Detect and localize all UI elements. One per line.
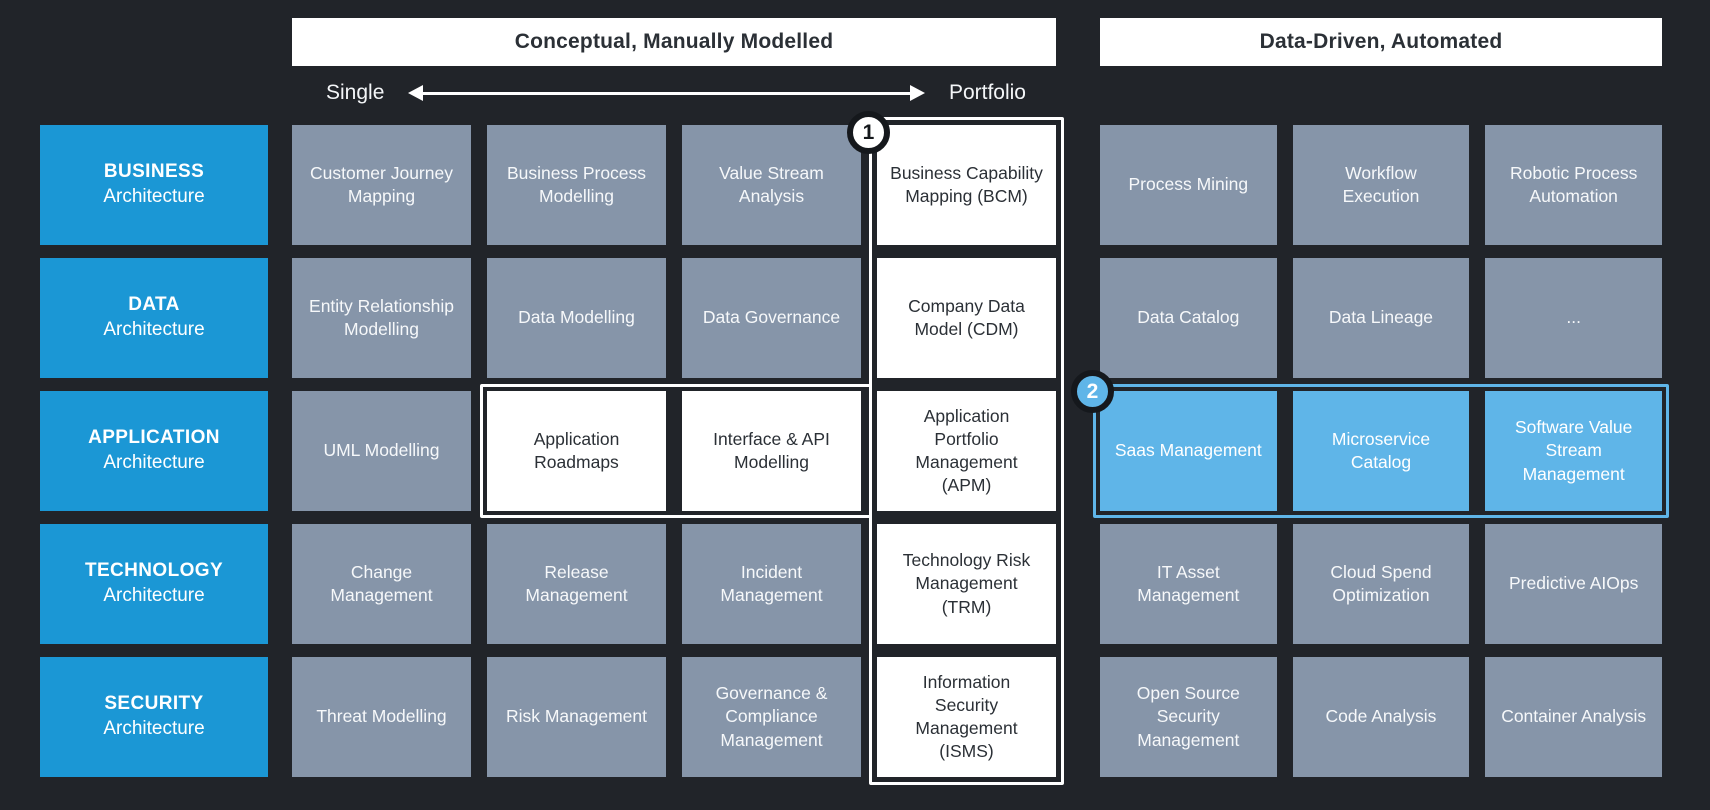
cell-technology-risk-management: Technology Risk Management (TRM) [877, 524, 1056, 644]
cell-data-modelling: Data Modelling [487, 258, 666, 378]
header-data-driven-automated: Data-Driven, Automated [1100, 18, 1662, 66]
cell-container-analysis: Container Analysis [1485, 657, 1662, 777]
cell-business-process-modelling: Business Process Modelling [487, 125, 666, 245]
cell-process-mining: Process Mining [1100, 125, 1277, 245]
category-sub: Architecture [103, 718, 205, 739]
category-name: SECURITY [104, 693, 204, 715]
category-sub: Architecture [103, 319, 205, 340]
cell-microservice-catalog: Microservice Catalog [1292, 391, 1470, 511]
badge-2: 2 [1071, 370, 1114, 413]
cell-business-capability-mapping: Business Capability Mapping (BCM) [877, 125, 1056, 245]
cell-saas-management: Saas Management [1100, 391, 1277, 511]
category-name: APPLICATION [88, 427, 220, 449]
automated-application-row-outline [1093, 384, 1669, 518]
cell-incident-management: Incident Management [682, 524, 861, 644]
cell-predictive-aiops: Predictive AIOps [1485, 524, 1662, 644]
cell-application-portfolio-management: Application Portfolio Management (APM) [877, 391, 1056, 511]
cell-ellipsis: ... [1485, 258, 1662, 378]
category-technology-architecture: TECHNOLOGY Architecture [40, 524, 268, 644]
cell-customer-journey-mapping: Customer Journey Mapping [292, 125, 471, 245]
arrow-right-head [909, 85, 925, 101]
cell-application-roadmaps: Application Roadmaps [487, 391, 666, 511]
conceptual-grid: Customer Journey Mapping Business Proces… [292, 125, 1056, 777]
arrow-left-head [408, 85, 424, 101]
cell-workflow-execution: Workflow Execution [1292, 125, 1470, 245]
cell-code-analysis: Code Analysis [1292, 657, 1470, 777]
cell-it-asset-management: IT Asset Management [1100, 524, 1277, 644]
cell-open-source-security-management: Open Source Security Management [1100, 657, 1277, 777]
cell-company-data-model: Company Data Model (CDM) [877, 258, 1056, 378]
cell-cloud-spend-optimization: Cloud Spend Optimization [1292, 524, 1470, 644]
cell-software-value-stream-management: Software Value Stream Management [1485, 391, 1662, 511]
category-name: DATA [128, 294, 180, 316]
cell-release-management: Release Management [487, 524, 666, 644]
header-conceptual-manually-modelled: Conceptual, Manually Modelled [292, 18, 1056, 66]
category-sub: Architecture [103, 585, 205, 606]
cell-value-stream-analysis: Value Stream Analysis [682, 125, 861, 245]
automated-grid: Process Mining Workflow Execution Roboti… [1100, 125, 1662, 777]
cell-robotic-process-automation: Robotic Process Automation [1485, 125, 1662, 245]
cell-data-lineage: Data Lineage [1292, 258, 1470, 378]
cell-risk-management: Risk Management [487, 657, 666, 777]
category-business-architecture: BUSINESS Architecture [40, 125, 268, 245]
cell-uml-modelling: UML Modelling [292, 391, 471, 511]
category-application-architecture: APPLICATION Architecture [40, 391, 268, 511]
category-name: TECHNOLOGY [84, 560, 224, 582]
axis-label-single: Single [326, 81, 385, 104]
cell-interface-api-modelling: Interface & API Modelling [682, 391, 861, 511]
category-security-architecture: SECURITY Architecture [40, 657, 268, 777]
category-sub: Architecture [103, 186, 205, 207]
category-name: BUSINESS [103, 161, 205, 183]
axis-label-portfolio: Portfolio [948, 81, 1026, 104]
cell-change-management: Change Management [292, 524, 471, 644]
double-arrow-icon [408, 85, 925, 101]
category-sub: Architecture [103, 452, 205, 473]
cell-data-governance: Data Governance [682, 258, 861, 378]
cell-entity-relationship-modelling: Entity Relationship Modelling [292, 258, 471, 378]
arrow-line [423, 91, 910, 95]
cell-governance-compliance-management: Governance & Compliance Management [682, 657, 861, 777]
architecture-category-column: BUSINESS Architecture DATA Architecture … [40, 125, 268, 777]
cell-threat-modelling: Threat Modelling [292, 657, 471, 777]
category-data-architecture: DATA Architecture [40, 258, 268, 378]
single-portfolio-axis: Single Portfolio [292, 74, 1056, 112]
application-row-outline [480, 384, 872, 518]
badge-1: 1 [847, 111, 890, 154]
cell-information-security-management: Information Security Management (ISMS) [877, 657, 1056, 777]
cell-data-catalog: Data Catalog [1100, 258, 1277, 378]
